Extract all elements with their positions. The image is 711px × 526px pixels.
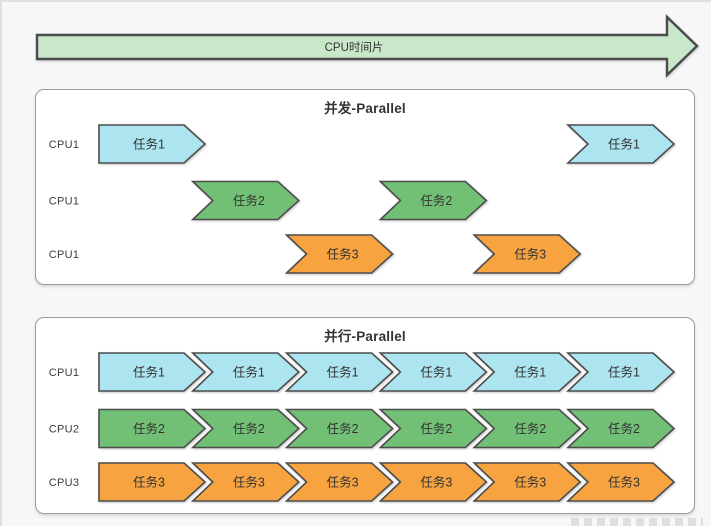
task-label: 任务3 bbox=[514, 475, 546, 490]
task-shape-task3 bbox=[472, 234, 582, 274]
cpu-label: CPU3 bbox=[49, 477, 80, 489]
cpu-label: CPU1 bbox=[49, 196, 80, 208]
task-shape-task2 bbox=[565, 408, 676, 449]
task-shape-task3 bbox=[98, 462, 207, 502]
task-label: 任务2 bbox=[327, 421, 359, 436]
task-shape-task1 bbox=[565, 352, 676, 392]
task-shape-task3 bbox=[472, 462, 582, 502]
task-label: 任务1 bbox=[608, 137, 640, 152]
cpu-timeline-label: CPU时间片 bbox=[325, 41, 384, 54]
task-label: 任务1 bbox=[514, 365, 546, 380]
task-shape-task1 bbox=[98, 124, 207, 164]
task-label: 任务3 bbox=[233, 475, 265, 490]
task-shape-task2 bbox=[190, 180, 300, 221]
task-label: 任务1 bbox=[327, 365, 359, 380]
task-shape-task3 bbox=[284, 234, 394, 274]
cpu-label: CPU1 bbox=[49, 367, 80, 379]
task-shape-task1 bbox=[190, 352, 300, 392]
task-label: 任务2 bbox=[233, 193, 265, 208]
task-label: 任务2 bbox=[608, 421, 640, 436]
task-shape-task3 bbox=[565, 462, 676, 502]
task-label: 任务1 bbox=[420, 365, 452, 380]
task-shape-task2 bbox=[284, 408, 394, 449]
task-label: 任务3 bbox=[514, 247, 546, 262]
task-shape-task2 bbox=[378, 408, 488, 449]
task-label: 任务2 bbox=[133, 421, 165, 436]
watermark bbox=[571, 518, 703, 526]
task-shape-task1 bbox=[472, 352, 582, 392]
task-shape-task2 bbox=[472, 408, 582, 449]
task-label: 任务1 bbox=[133, 137, 165, 152]
task-shape-task1 bbox=[378, 352, 488, 392]
task-shape-task3 bbox=[284, 462, 394, 502]
task-shape-task2 bbox=[378, 180, 488, 221]
task-shape-task2 bbox=[98, 408, 207, 449]
task-shape-task2 bbox=[190, 408, 300, 449]
cpu-label: CPU1 bbox=[49, 249, 80, 261]
task-shape-task1 bbox=[565, 124, 676, 164]
task-shape-task1 bbox=[98, 352, 207, 392]
task-label: 任务2 bbox=[420, 193, 452, 208]
task-label: 任务1 bbox=[608, 365, 640, 380]
task-label: 任务3 bbox=[608, 475, 640, 490]
cpu-timeline-arrow: CPU时间片 bbox=[35, 14, 699, 78]
cpu-timeline-arrow-shape bbox=[35, 14, 699, 78]
task-label: 任务2 bbox=[514, 421, 546, 436]
cpu-label: CPU1 bbox=[49, 139, 80, 151]
task-shape-task1 bbox=[284, 352, 394, 392]
task-label: 任务2 bbox=[420, 421, 452, 436]
task-label: 任务3 bbox=[327, 247, 359, 262]
task-label: 任务3 bbox=[420, 475, 452, 490]
task-label: 任务1 bbox=[133, 365, 165, 380]
task-shape-task3 bbox=[378, 462, 488, 502]
parallel-box-title: 并行-Parallel bbox=[324, 329, 406, 344]
task-label: 任务2 bbox=[233, 421, 265, 436]
task-label: 任务3 bbox=[133, 475, 165, 490]
task-shape-task3 bbox=[190, 462, 300, 502]
task-label: 任务3 bbox=[327, 475, 359, 490]
concurrent-box-title: 并发-Parallel bbox=[324, 101, 406, 116]
task-label: 任务1 bbox=[233, 365, 265, 380]
cpu-label: CPU2 bbox=[49, 424, 80, 436]
